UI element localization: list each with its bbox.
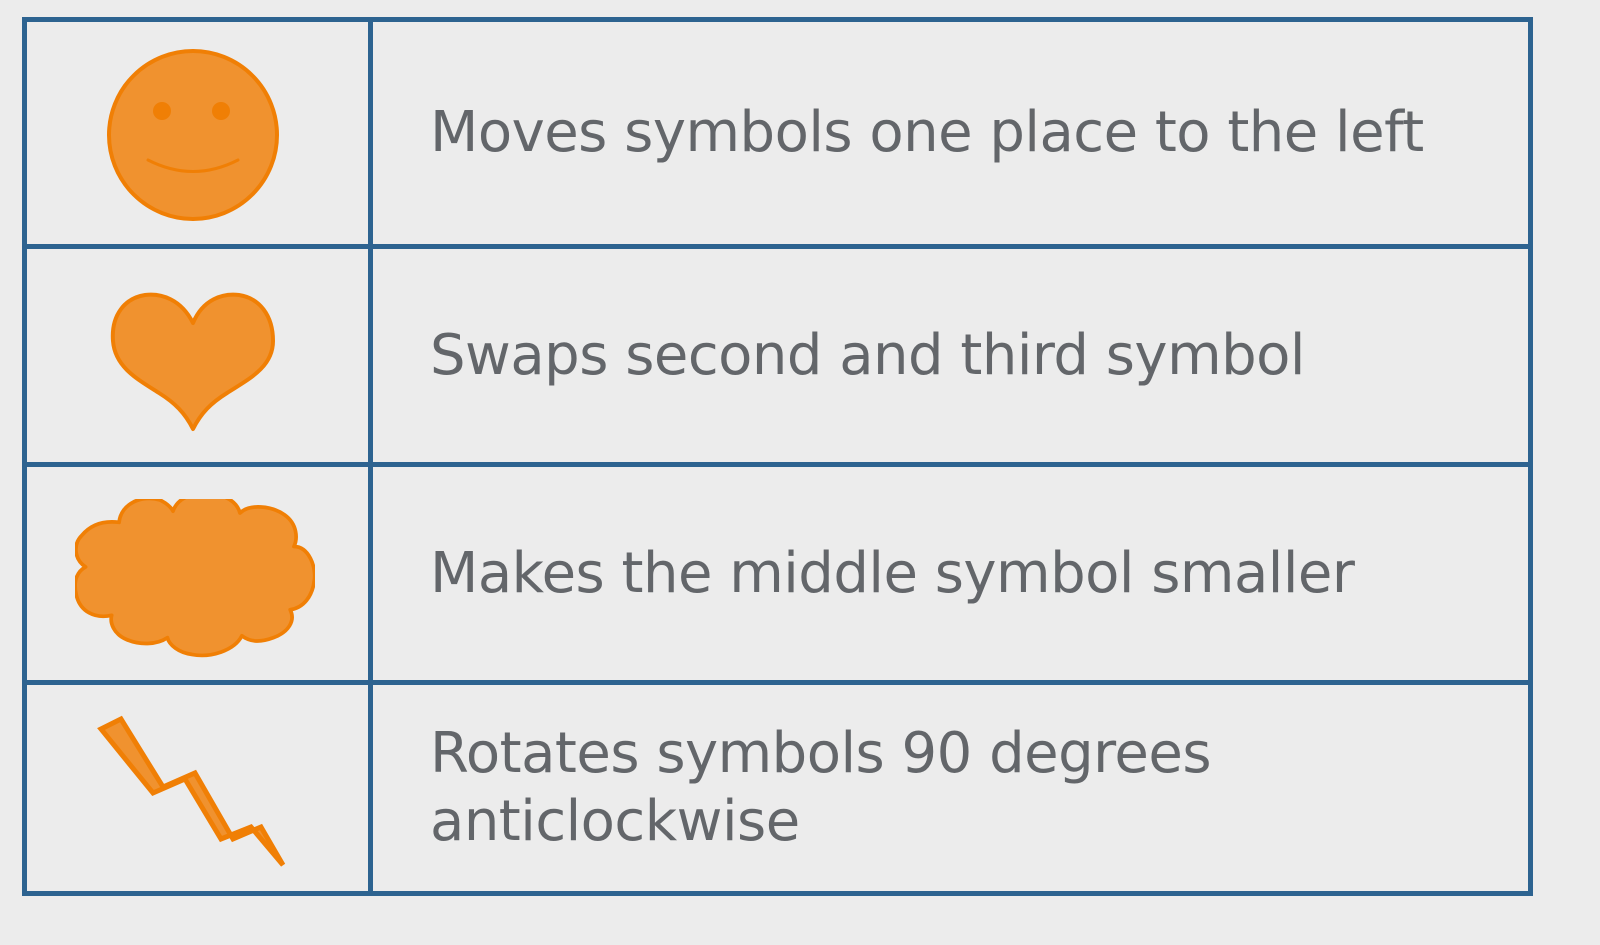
description-text: Rotates symbols 90 degrees anticlockwise	[430, 721, 1212, 854]
description-cell: Swaps second and third symbol	[373, 249, 1528, 462]
description-text: Moves symbols one place to the left	[430, 100, 1424, 165]
lightning-bolt-icon	[97, 715, 286, 867]
description-cell: Rotates symbols 90 degrees anticlockwise	[373, 685, 1528, 891]
legend-row-cloud: Makes the middle symbol smaller	[27, 462, 1528, 680]
description-cell: Moves symbols one place to the left	[373, 22, 1528, 244]
description-text: Swaps second and third symbol	[430, 322, 1306, 388]
smiley-face-icon	[107, 49, 279, 221]
icon-cell	[27, 467, 368, 680]
legend-row-smiley: Moves symbols one place to the left	[27, 22, 1528, 244]
description-text: Makes the middle symbol smaller	[430, 540, 1355, 606]
cloud-icon	[75, 499, 315, 658]
icon-cell	[27, 685, 368, 891]
description-cell: Makes the middle symbol smaller	[373, 467, 1528, 680]
column-divider	[368, 22, 373, 891]
legend-row-lightning: Rotates symbols 90 degrees anticlockwise	[27, 680, 1528, 891]
icon-cell	[27, 249, 368, 462]
icon-cell	[27, 22, 368, 244]
symbol-legend-table: Moves symbols one place to the left Swap…	[22, 17, 1533, 896]
legend-row-heart: Swaps second and third symbol	[27, 244, 1528, 462]
heart-icon	[110, 292, 275, 431]
